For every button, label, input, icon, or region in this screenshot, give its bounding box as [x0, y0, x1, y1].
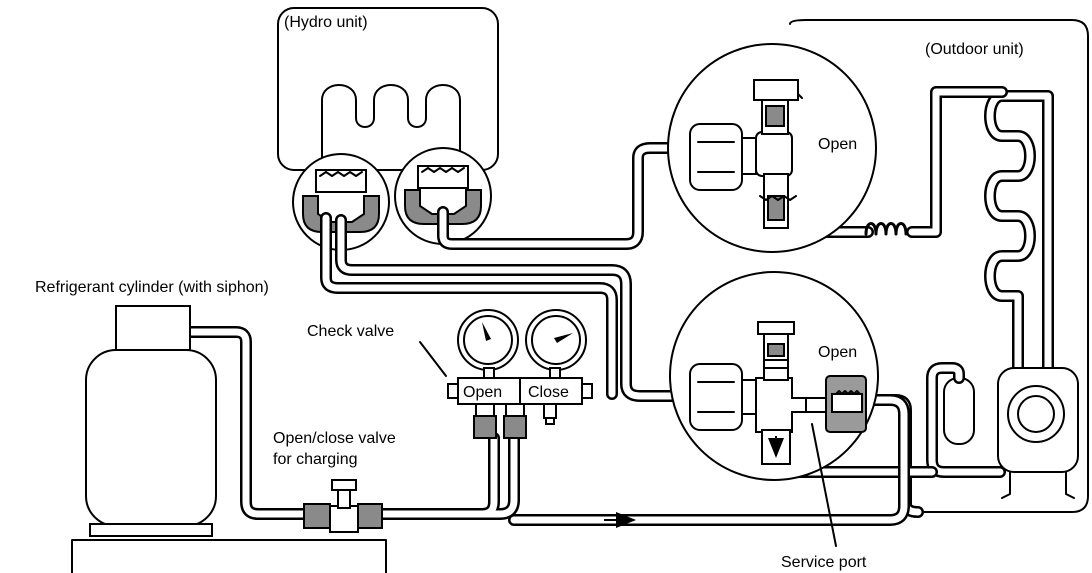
service-port-callout: Service port	[781, 423, 867, 571]
manifold-open-label: Open	[463, 384, 502, 401]
refrigerant-cylinder-label: Refrigerant cylinder (with siphon)	[35, 279, 269, 296]
gauge-manifold: Open Close Check valve	[307, 309, 593, 439]
hydro-unit-label: (Hydro unit)	[284, 14, 368, 31]
hydro-coil	[321, 84, 461, 173]
charging-valve: Open/close valve for charging	[273, 430, 396, 533]
charging-valve-label-2: for charging	[273, 451, 358, 468]
refrigerant-pipes	[184, 142, 938, 526]
service-port-label: Service port	[781, 554, 867, 571]
refrigerant-cylinder: Refrigerant cylinder (with siphon)	[35, 279, 387, 573]
manifold-close-label: Close	[528, 384, 569, 401]
hydro-unit: (Hydro unit)	[277, 7, 499, 173]
outdoor-valve-bottom: Open	[669, 271, 879, 481]
hydro-unit-box	[277, 7, 499, 171]
outdoor-unit-box	[789, 19, 1089, 513]
accumulator	[943, 377, 975, 445]
outdoor-unit-label: (Outdoor unit)	[925, 41, 1024, 58]
outdoor-valve-top: Open	[667, 43, 877, 253]
charging-valve-label-1: Open/close valve	[273, 430, 396, 447]
expansion-coil	[864, 222, 908, 236]
check-valve-label: Check valve	[307, 323, 394, 340]
compressor	[997, 367, 1079, 499]
outdoor-valve-top-state: Open	[818, 136, 857, 153]
outdoor-valve-bottom-state: Open	[818, 344, 857, 361]
